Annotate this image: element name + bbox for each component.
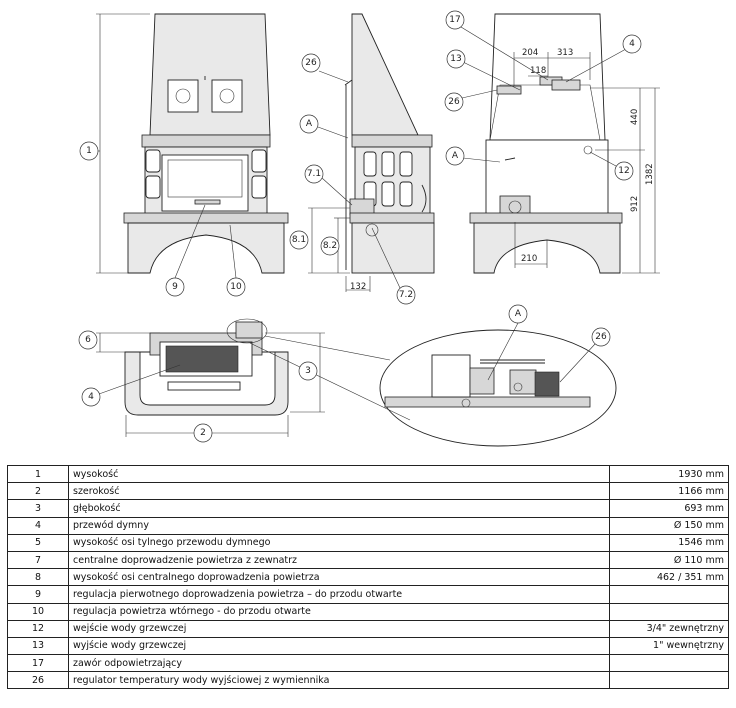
callout-10: 10 — [230, 282, 242, 292]
dim-118: 118 — [530, 66, 546, 76]
callout-A-rear: A — [452, 151, 459, 161]
legend-desc: głębokość — [68, 499, 610, 518]
legend-num: 3 — [7, 499, 69, 518]
legend-value: 1930 mm — [609, 464, 729, 484]
detail-a — [379, 329, 617, 447]
callout-26a: 26 — [305, 58, 317, 68]
dim-132: 132 — [350, 282, 366, 292]
legend-num: 10 — [7, 602, 69, 621]
dim-912: 912 — [630, 196, 640, 212]
legend-value — [609, 671, 729, 690]
top-view — [96, 318, 411, 437]
legend-num: 1 — [7, 464, 69, 484]
legend-desc: centralne doprowadzenie powietrza z zewn… — [68, 550, 610, 570]
dim-1382: 1382 — [645, 163, 655, 185]
callout-12: 12 — [618, 166, 629, 176]
legend-num: 4 — [7, 516, 69, 535]
legend-num: 26 — [7, 671, 69, 690]
callout-26b: 26 — [448, 97, 460, 107]
dim-210: 210 — [521, 254, 537, 264]
legend-desc: wyjście wody grzewczej — [68, 636, 610, 656]
legend-num: 7 — [7, 550, 69, 570]
callout-7-2: 7.2 — [399, 290, 413, 300]
callout-9: 9 — [172, 282, 178, 292]
legend-num: 17 — [7, 654, 69, 673]
callouts: 1 9 10 26 A 7.1 8.1 8.2 7.2 17 13 26 4 A… — [78, 10, 642, 443]
callout-3: 3 — [305, 366, 311, 376]
legend-value: 462 / 351 mm — [609, 568, 729, 587]
callout-26c: 26 — [595, 332, 607, 342]
legend-value — [609, 602, 729, 621]
legend-num: 8 — [7, 568, 69, 587]
legend-value: 1546 mm — [609, 533, 729, 552]
callout-1: 1 — [86, 146, 92, 156]
legend-num: 9 — [7, 585, 69, 604]
dim-440: 440 — [630, 109, 640, 125]
legend-num: 2 — [7, 482, 69, 501]
legend-value: 1166 mm — [609, 482, 729, 501]
legend-value — [609, 654, 729, 673]
rear-view: 204 313 118 440 1382 912 210 — [469, 13, 660, 274]
dim-313: 313 — [557, 48, 573, 58]
callout-13: 13 — [450, 54, 461, 64]
legend-value: 1" wewnętrzny — [609, 636, 729, 656]
callout-A-side: A — [306, 119, 313, 129]
callout-6: 6 — [85, 335, 91, 345]
dim-204: 204 — [522, 48, 538, 58]
front-view — [96, 13, 289, 274]
callout-8-2: 8.2 — [323, 241, 337, 251]
legend-num: 5 — [7, 533, 69, 552]
callout-8-1: 8.1 — [292, 235, 306, 245]
legend-desc: wejście wody grzewczej — [68, 619, 610, 638]
side-view: 132 — [308, 13, 435, 292]
legend-desc: regulacja pierwotnego doprowadzenia powi… — [68, 585, 610, 604]
callout-7-1: 7.1 — [307, 169, 321, 179]
technical-drawing: 132 204 313 118 440 1382 912 — [78, 10, 660, 447]
callout-4a: 4 — [629, 39, 635, 49]
legend-desc: zawór odpowietrzający — [68, 654, 610, 673]
legend-desc: szerokość — [68, 482, 610, 501]
callout-2: 2 — [200, 428, 206, 438]
legend-num: 12 — [7, 619, 69, 638]
legend-desc: wysokość — [68, 464, 610, 484]
legend-value — [609, 585, 729, 604]
legend-value: 693 mm — [609, 499, 729, 518]
legend-value: Ø 150 mm — [609, 516, 729, 535]
legend-num: 13 — [7, 636, 69, 656]
callout-17: 17 — [449, 15, 460, 25]
legend-value: 3/4" zewnętrzny — [609, 619, 729, 638]
callout-A-detail: A — [515, 309, 522, 319]
legend-value: Ø 110 mm — [609, 550, 729, 570]
legend-desc: regulacja powietrza wtórnego - do przodu… — [68, 602, 610, 621]
legend-desc: wysokość osi tylnego przewodu dymnego — [68, 533, 610, 552]
legend-desc: regulator temperatury wody wyjściowej z … — [68, 671, 610, 690]
legend-desc: przewód dymny — [68, 516, 610, 535]
legend-desc: wysokość osi centralnego doprowadzenia p… — [68, 568, 610, 587]
callout-4b: 4 — [88, 392, 94, 402]
